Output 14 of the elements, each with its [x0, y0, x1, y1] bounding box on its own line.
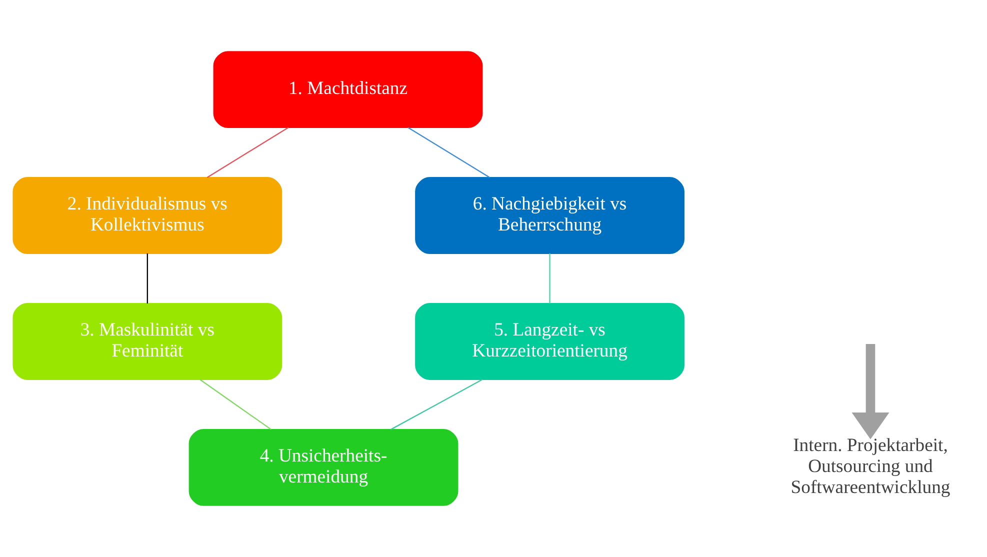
node-box: 6. Nachgiebigkeit vs Beherrschung: [415, 177, 684, 254]
connector: [549, 253, 550, 304]
connector: [146, 253, 148, 304]
node-box: 1. Machtdistanz: [213, 51, 483, 128]
connector: [390, 378, 483, 430]
node-box: 5. Langzeit- vs Kurzzeitorientierung: [415, 303, 684, 380]
connector: [408, 127, 490, 178]
node-text: Intern. Projektarbeit, Outsourcing und Softwareentwicklung: [790, 434, 950, 498]
node-box: 2. Individualismus vs Kollektivismus: [12, 177, 282, 254]
node-box: 3. Maskulinität vs Feminität: [12, 303, 282, 380]
node-box: 4. Unsicherheits- vermeidung: [188, 428, 458, 506]
connector: [206, 127, 289, 178]
arrow: [852, 344, 890, 440]
connector: [199, 378, 272, 430]
